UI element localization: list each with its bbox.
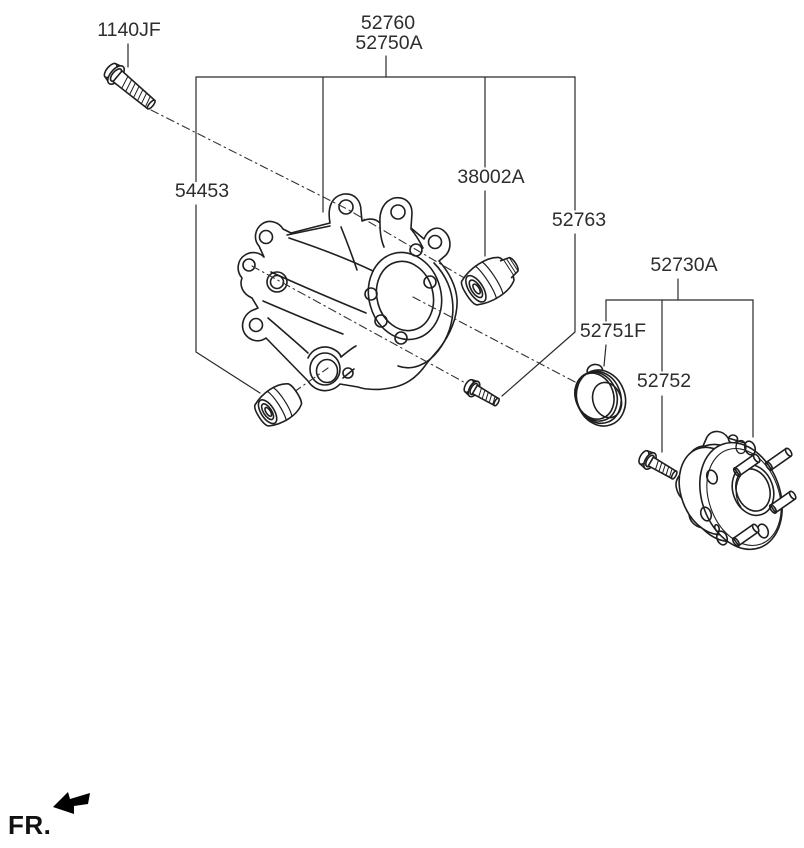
part-label-1140jf[interactable]: 1140JF xyxy=(95,19,163,41)
assembly-axis-lines xyxy=(150,109,578,393)
hub-bolt-drawing xyxy=(463,378,500,407)
part-label-38002a[interactable]: 38002A xyxy=(455,166,527,188)
part-label-52730a[interactable]: 52730A xyxy=(648,254,720,276)
leader-lines xyxy=(127,43,754,453)
part-label-52750a[interactable]: 52750A xyxy=(353,32,425,54)
part-label-54453[interactable]: 54453 xyxy=(172,180,232,202)
fr-direction-arrow-icon xyxy=(53,792,90,814)
wheel-stud-drawing xyxy=(638,449,678,480)
part-label-52752[interactable]: 52752 xyxy=(634,370,694,392)
part-label-52760[interactable]: 52760 xyxy=(358,12,418,34)
wheel-studs xyxy=(731,447,797,547)
trailing-arm-bushing-drawing xyxy=(254,383,303,427)
part-label-52751f[interactable]: 52751F xyxy=(577,320,649,342)
assist-arm-bushing-drawing xyxy=(460,256,519,306)
front-direction-label: FR. xyxy=(8,810,52,840)
part-label-52763[interactable]: 52763 xyxy=(549,209,609,231)
hub-assembly-drawing xyxy=(675,430,797,551)
dust-cover-drawing xyxy=(574,363,627,427)
flange-bolt-drawing xyxy=(103,62,156,110)
knuckle-drawing xyxy=(237,193,458,392)
